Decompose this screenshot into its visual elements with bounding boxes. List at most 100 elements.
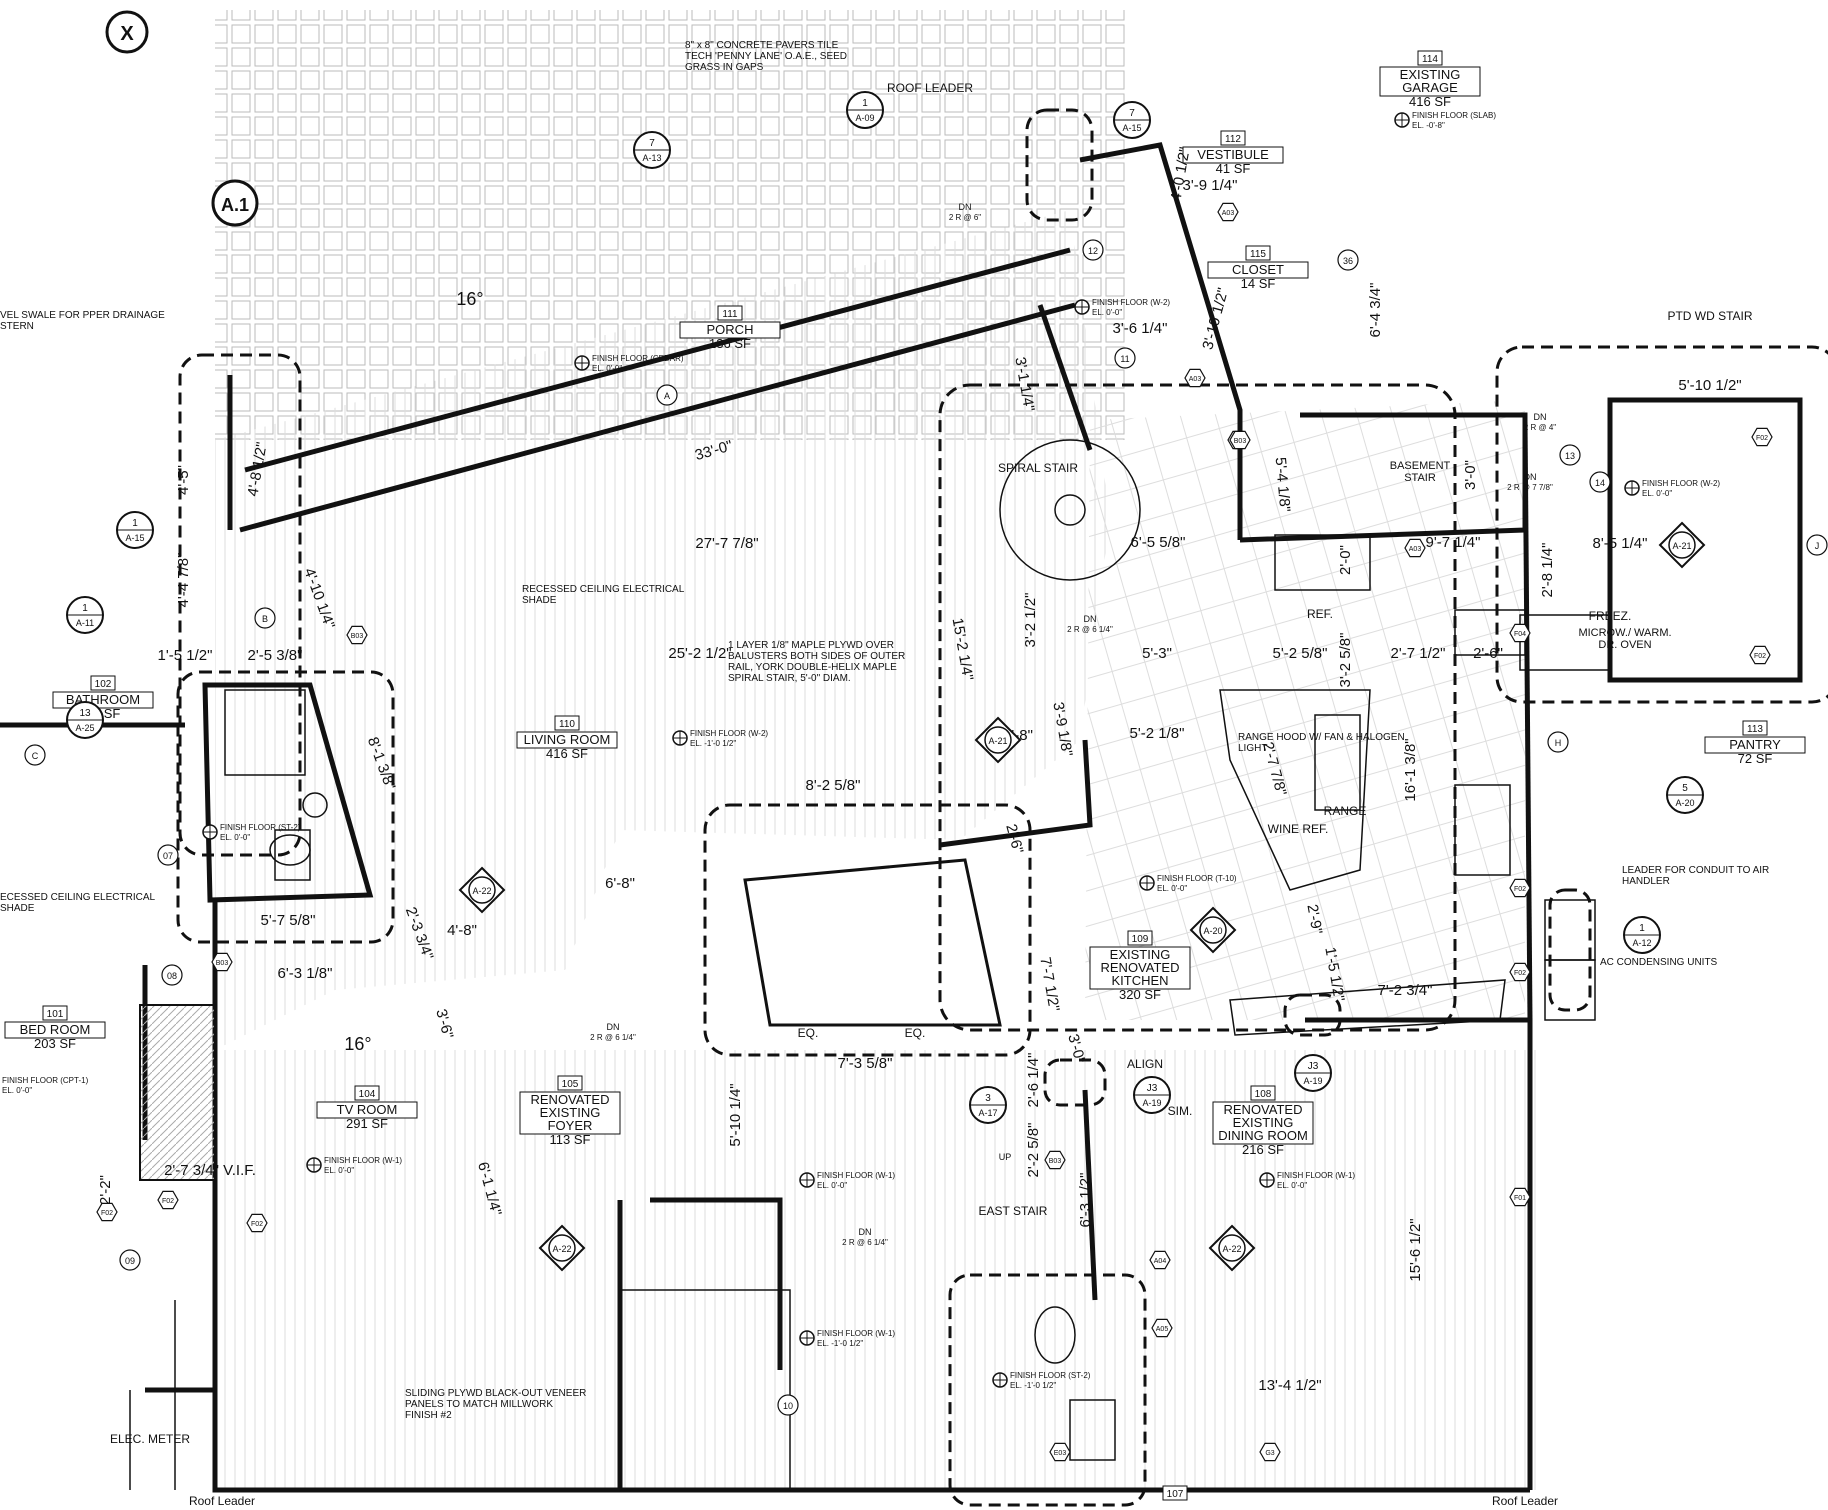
section-number: 1 (82, 603, 88, 614)
section-sheet: A-13 (642, 153, 661, 163)
tag-hexagon-text: F01 (1514, 1195, 1526, 1202)
room-number: 102 (95, 679, 112, 690)
stair-risers: 2 R @ 6" (949, 213, 981, 222)
section-marker[interactable]: 3A-17 (969, 1086, 1007, 1124)
dimension-text: 2'-0" (1337, 545, 1354, 575)
finish-floor-name: FINISH FLOOR (CEDAR) (592, 354, 684, 363)
note-line: RAIL, YORK DOUBLE-HELIX MAPLE (728, 662, 897, 673)
section-number: 7 (649, 138, 655, 149)
room-area: 416 SF (1409, 94, 1451, 109)
tag-hexagon-text: E03 (1054, 1450, 1067, 1457)
dimension-text: 3'-2 5/8" (1337, 633, 1354, 688)
note-line: BALUSTERS BOTH SIDES OF OUTER (728, 651, 905, 662)
room-area: 113 SF (550, 1132, 591, 1147)
finish-floor-name: FINISH FLOOR (W-2) (690, 729, 768, 738)
section-marker[interactable]: 7A-15 (1113, 101, 1151, 139)
note-line: SHADE (522, 595, 557, 606)
stair-direction: DN (1084, 614, 1097, 624)
tag-circle: 09 (119, 1249, 141, 1271)
elevation-marker[interactable]: A-21 (974, 716, 1022, 764)
room-name-line: EXISTING (1400, 67, 1461, 82)
tag-hexagon-text: F02 (101, 1210, 113, 1217)
section-marker[interactable]: 13A-25 (66, 701, 104, 739)
dimension-text: 1'-5 1/2" (158, 647, 213, 664)
dimension-text: 5'-10 1/2" (1678, 377, 1741, 394)
fixtures (139, 439, 1611, 1491)
dimension-text: 7'-7 1/2" (1036, 956, 1062, 1013)
finish-floor-name: FINISH FLOOR (W-1) (1277, 1171, 1355, 1180)
finish-floor-elevation: EL. 0'-0" (1642, 489, 1672, 498)
tag-hexagon-text: A04 (1154, 1258, 1167, 1265)
section-marker[interactable]: J3A-19 (1133, 1076, 1171, 1114)
stair-notes: DN2 R @ 6"DN2 R @ 6 1/4"DN2 R @ 6 1/4"DN… (590, 202, 1556, 1247)
room-name-line: DINING ROOM (1218, 1128, 1308, 1143)
note-line: 8" x 8" CONCRETE PAVERS TILE (685, 40, 839, 51)
room-name-line: TV ROOM (337, 1102, 398, 1117)
section-marker[interactable]: 5A-20 (1666, 776, 1704, 814)
finish-floor-tag: FINISH FLOOR (W-1)EL. 0'-0" (306, 1156, 402, 1175)
tag-hexagon: B03 (1044, 1150, 1066, 1170)
room-area: 320 SF (1119, 987, 1161, 1002)
section-marker[interactable]: 1A-11 (66, 596, 104, 634)
dimension-text: 8'-2 5/8" (806, 777, 861, 794)
plan-label: FREEZ. (1589, 609, 1632, 623)
stair-risers: 2 R @ 6 1/4" (1067, 625, 1113, 634)
dimension-text: 7'-2 3/4" (1378, 982, 1433, 999)
room-number: 113 (1747, 724, 1763, 735)
section-number: 13 (79, 708, 91, 719)
note-line: RANGE HOOD W/ FAN & HALOGEN (1238, 732, 1405, 743)
section-marker[interactable]: 7A-13 (633, 131, 671, 169)
dimension-text: 4'-8" (447, 922, 477, 939)
dimension-text: 2'-2 5/8" (1025, 1123, 1042, 1178)
tag-hexagon: B03 (346, 625, 368, 645)
grid-bubble-a1[interactable]: A.1 (211, 179, 259, 227)
elevation-marker[interactable]: A-22 (538, 1224, 586, 1272)
stair-direction: DN (859, 1227, 872, 1237)
note-line: LIGHT (1238, 743, 1267, 754)
dimension-text: 2'-8 1/4" (1539, 543, 1556, 598)
section-marker[interactable]: J3A-19 (1294, 1054, 1332, 1092)
dimension-text: 4'-4 7/8" (175, 553, 192, 608)
section-sheet: A-25 (75, 723, 94, 733)
room-name-line: GARAGE (1402, 80, 1458, 95)
section-sheet: A-17 (978, 1108, 997, 1118)
section-sheet: A-15 (125, 533, 144, 543)
room-number: 107 (1167, 1489, 1184, 1500)
stair-direction: DN (1534, 412, 1547, 422)
plan-label: PTD WD STAIR (1667, 309, 1752, 323)
tag-circle: 07 (157, 844, 179, 866)
section-marker[interactable]: 1A-09 (846, 91, 884, 129)
elevation-marker[interactable]: A-21 (1658, 521, 1706, 569)
room-name-line: RENOVATED (531, 1092, 610, 1107)
room-number: 101 (47, 1009, 64, 1020)
section-number: 7 (1129, 108, 1135, 119)
section-number: J3 (1308, 1061, 1319, 1072)
dimension-text: 2'-6 1/4" (1025, 1053, 1042, 1108)
tag-hexagon: A03 (1404, 538, 1426, 558)
elevation-sheet: A-21 (988, 736, 1007, 746)
tag-circle-text: 36 (1343, 256, 1353, 266)
tag-hexagon: F02 (1509, 878, 1531, 898)
grid-bubble-a1-label: A.1 (221, 195, 249, 215)
section-number: 1 (132, 518, 138, 529)
elevation-sheet: A-22 (552, 1244, 571, 1254)
section-marker[interactable]: 1A-15 (116, 511, 154, 549)
room-name-line: EXISTING (1110, 947, 1171, 962)
stair-risers: 2 R @ 6 1/4" (842, 1238, 888, 1247)
section-marker[interactable]: 1A-12 (1623, 916, 1661, 954)
tag-circle-text: 14 (1595, 478, 1605, 488)
room-name-line: FOYER (548, 1118, 593, 1133)
elevation-marker[interactable]: A-20 (1189, 906, 1237, 954)
elevation-marker[interactable]: A-22 (1208, 1224, 1256, 1272)
elevation-sheet: A-22 (472, 886, 491, 896)
dimension-text: 5'-4 1/8" (1272, 457, 1294, 513)
grid-bubble-x[interactable]: X (105, 10, 149, 54)
elevation-marker[interactable]: A-22 (458, 866, 506, 914)
